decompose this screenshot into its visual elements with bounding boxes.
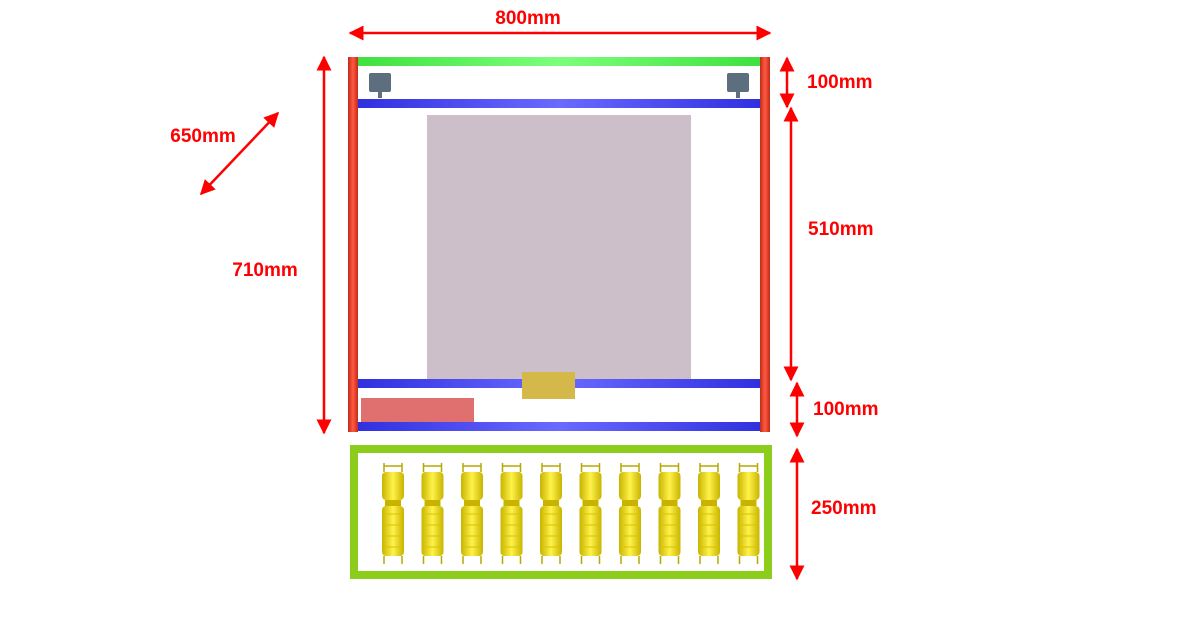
base-rail xyxy=(358,422,760,431)
left-post xyxy=(348,57,358,432)
spool-box xyxy=(350,445,772,579)
spool-icon xyxy=(698,463,720,564)
annotations: 800mm 650mm 710mm 100mm 510mm 100mm 250m… xyxy=(170,8,879,581)
spool-box-frame xyxy=(350,445,772,579)
right-post xyxy=(760,57,770,432)
spool-icon xyxy=(461,463,483,564)
motor-icon xyxy=(369,73,391,92)
spool-icon xyxy=(382,463,404,564)
middle-section-label: 510mm xyxy=(808,219,874,240)
bottom-section-label: 100mm xyxy=(813,399,879,420)
spool-box-label: 250mm xyxy=(811,498,877,519)
depth-label: 650mm xyxy=(170,126,236,147)
total-height-label: 710mm xyxy=(232,260,298,281)
motor-icon xyxy=(727,73,749,92)
electronics-box xyxy=(361,398,474,422)
frame xyxy=(348,57,770,432)
upper-rail xyxy=(358,99,760,108)
spool-icon xyxy=(737,463,760,564)
spool-icon xyxy=(658,463,681,564)
motor-left xyxy=(369,73,391,98)
top-bar xyxy=(352,57,764,66)
spool-icon xyxy=(421,463,444,564)
build-plate xyxy=(427,115,691,383)
spool-icon xyxy=(500,463,523,564)
width-label: 800mm xyxy=(495,8,561,29)
motor-right xyxy=(727,73,749,98)
spool-icon xyxy=(619,463,641,564)
carriage xyxy=(522,372,575,399)
top-section-label: 100mm xyxy=(807,72,873,93)
depth-arrow xyxy=(199,111,280,196)
spool-rack xyxy=(382,463,760,564)
spool-icon xyxy=(579,463,602,564)
spool-icon xyxy=(540,463,562,564)
